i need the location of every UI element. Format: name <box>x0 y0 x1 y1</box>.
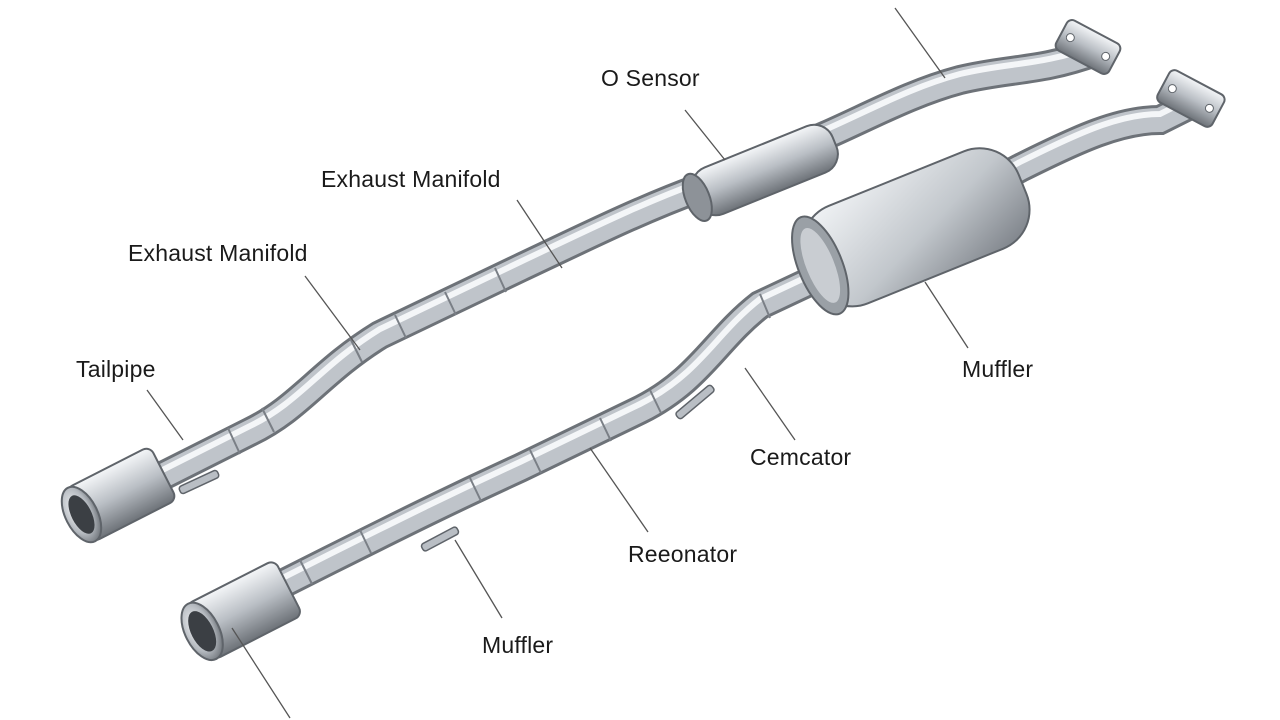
right-pipe-joints <box>299 293 771 585</box>
label-tailpipe: Tailpipe <box>76 356 156 382</box>
left-pipe-joints <box>227 267 507 455</box>
leader-muffler-right <box>924 281 969 349</box>
leader-resonator <box>589 447 649 533</box>
right-pipe-assembly <box>180 69 1226 662</box>
label-exhaust-manifold-lower: Exhaust Manifold <box>128 240 308 266</box>
leader-exhaust-manifold-lower <box>304 275 361 351</box>
label-muffler-right: Muffler <box>962 356 1034 382</box>
leader-tailpipe <box>146 389 184 441</box>
right-tailpipe-tip <box>180 561 301 662</box>
label-o-sensor: O Sensor <box>601 65 700 91</box>
right-pipe-body <box>203 88 1212 630</box>
left-tailpipe-tip <box>60 447 176 544</box>
label-resonator: Reeonator <box>628 541 738 567</box>
right-hanger-bracket-2 <box>675 384 715 420</box>
leader-o-sensor <box>684 109 726 161</box>
right-pipe-flange <box>1156 69 1226 128</box>
leader-bottom-left <box>231 627 291 719</box>
left-pipe-assembly <box>60 19 1122 544</box>
leader-lines <box>146 7 969 719</box>
label-exhaust-manifold-upper: Exhaust Manifold <box>321 166 501 192</box>
label-converter: Cemcator <box>750 444 852 470</box>
right-pipe-highlight <box>212 91 1203 615</box>
leader-muffler-bottom <box>454 539 503 619</box>
rear-muffler-box <box>791 147 1031 316</box>
leader-top-right <box>894 7 946 79</box>
leader-converter <box>744 367 796 441</box>
label-muffler-bottom: Muffler <box>482 632 554 658</box>
upper-resonator-can <box>681 123 839 222</box>
leader-exhaust-manifold-upper <box>516 199 563 269</box>
left-hanger-bracket <box>178 469 220 495</box>
left-pipe-flange <box>1054 19 1122 75</box>
right-hanger-bracket-1 <box>420 526 460 552</box>
